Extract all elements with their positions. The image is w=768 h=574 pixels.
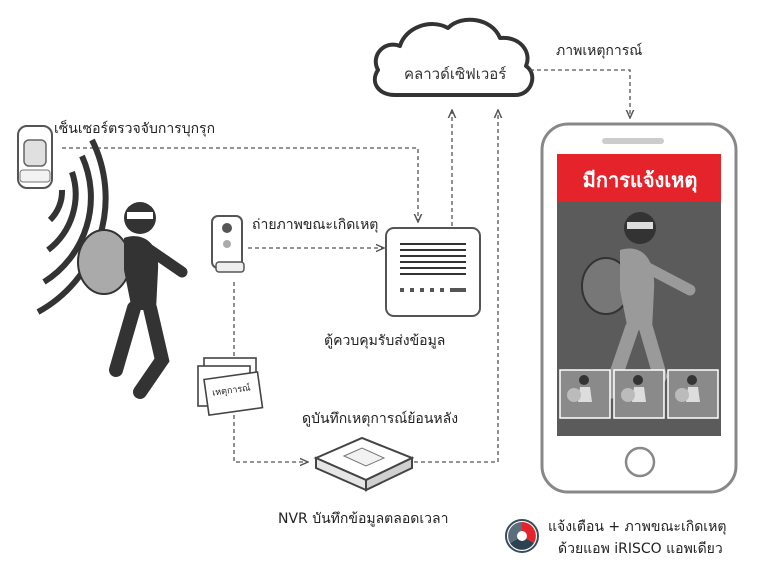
irisco-logo-icon (505, 519, 539, 553)
alert-banner-text: มีการแจ้งเหตุ (582, 168, 698, 192)
control-panel-label: ตู้ควบคุมรับส่งข้อมูล (324, 333, 446, 349)
sensor-label: เซ็นเซอร์ตรวจจับการบุกรุก (54, 121, 216, 137)
cloud-server-label: คลาวด์เซิฟเวอร์ (404, 65, 507, 83)
event-image-label: ภาพเหตุการณ์ (556, 43, 643, 59)
cloud-to-phone-line (530, 69, 630, 118)
app-alert-line1: แจ้งเตือน + ภาพขณะเกิดเหตุ (548, 519, 727, 535)
nvr-to-cloud-line (414, 110, 498, 463)
burglar-figure-icon (77, 202, 188, 399)
playback-label: ดูบันทึกเหตุการณ์ย้อนหลัง (302, 411, 459, 427)
capture-label: ถ่ายภาพขณะเกิดเหตุ (252, 217, 379, 233)
smartphone-icon (540, 122, 738, 494)
sensor-to-panel-line (62, 147, 418, 222)
camera-icon (211, 215, 245, 273)
thumbnail-1 (559, 369, 611, 419)
thumbnail-3 (667, 369, 719, 419)
thumbnail-2 (613, 369, 665, 419)
alert-banner (557, 154, 721, 202)
event-cards-icon (197, 357, 264, 417)
control-panel-icon (385, 227, 481, 317)
app-alert-line2: ด้วยแอพ iRISCO แอพเดียว (558, 541, 723, 557)
connection-lines (62, 69, 630, 463)
nvr-label: NVR บันทึกข้อมูลตลอดเวลา (278, 511, 449, 527)
cloud-icon (372, 17, 535, 97)
home-button (624, 446, 656, 478)
nvr-device-icon (313, 436, 415, 492)
camera-to-nvr-line (233, 282, 308, 462)
motion-sensor-icon (17, 125, 53, 189)
